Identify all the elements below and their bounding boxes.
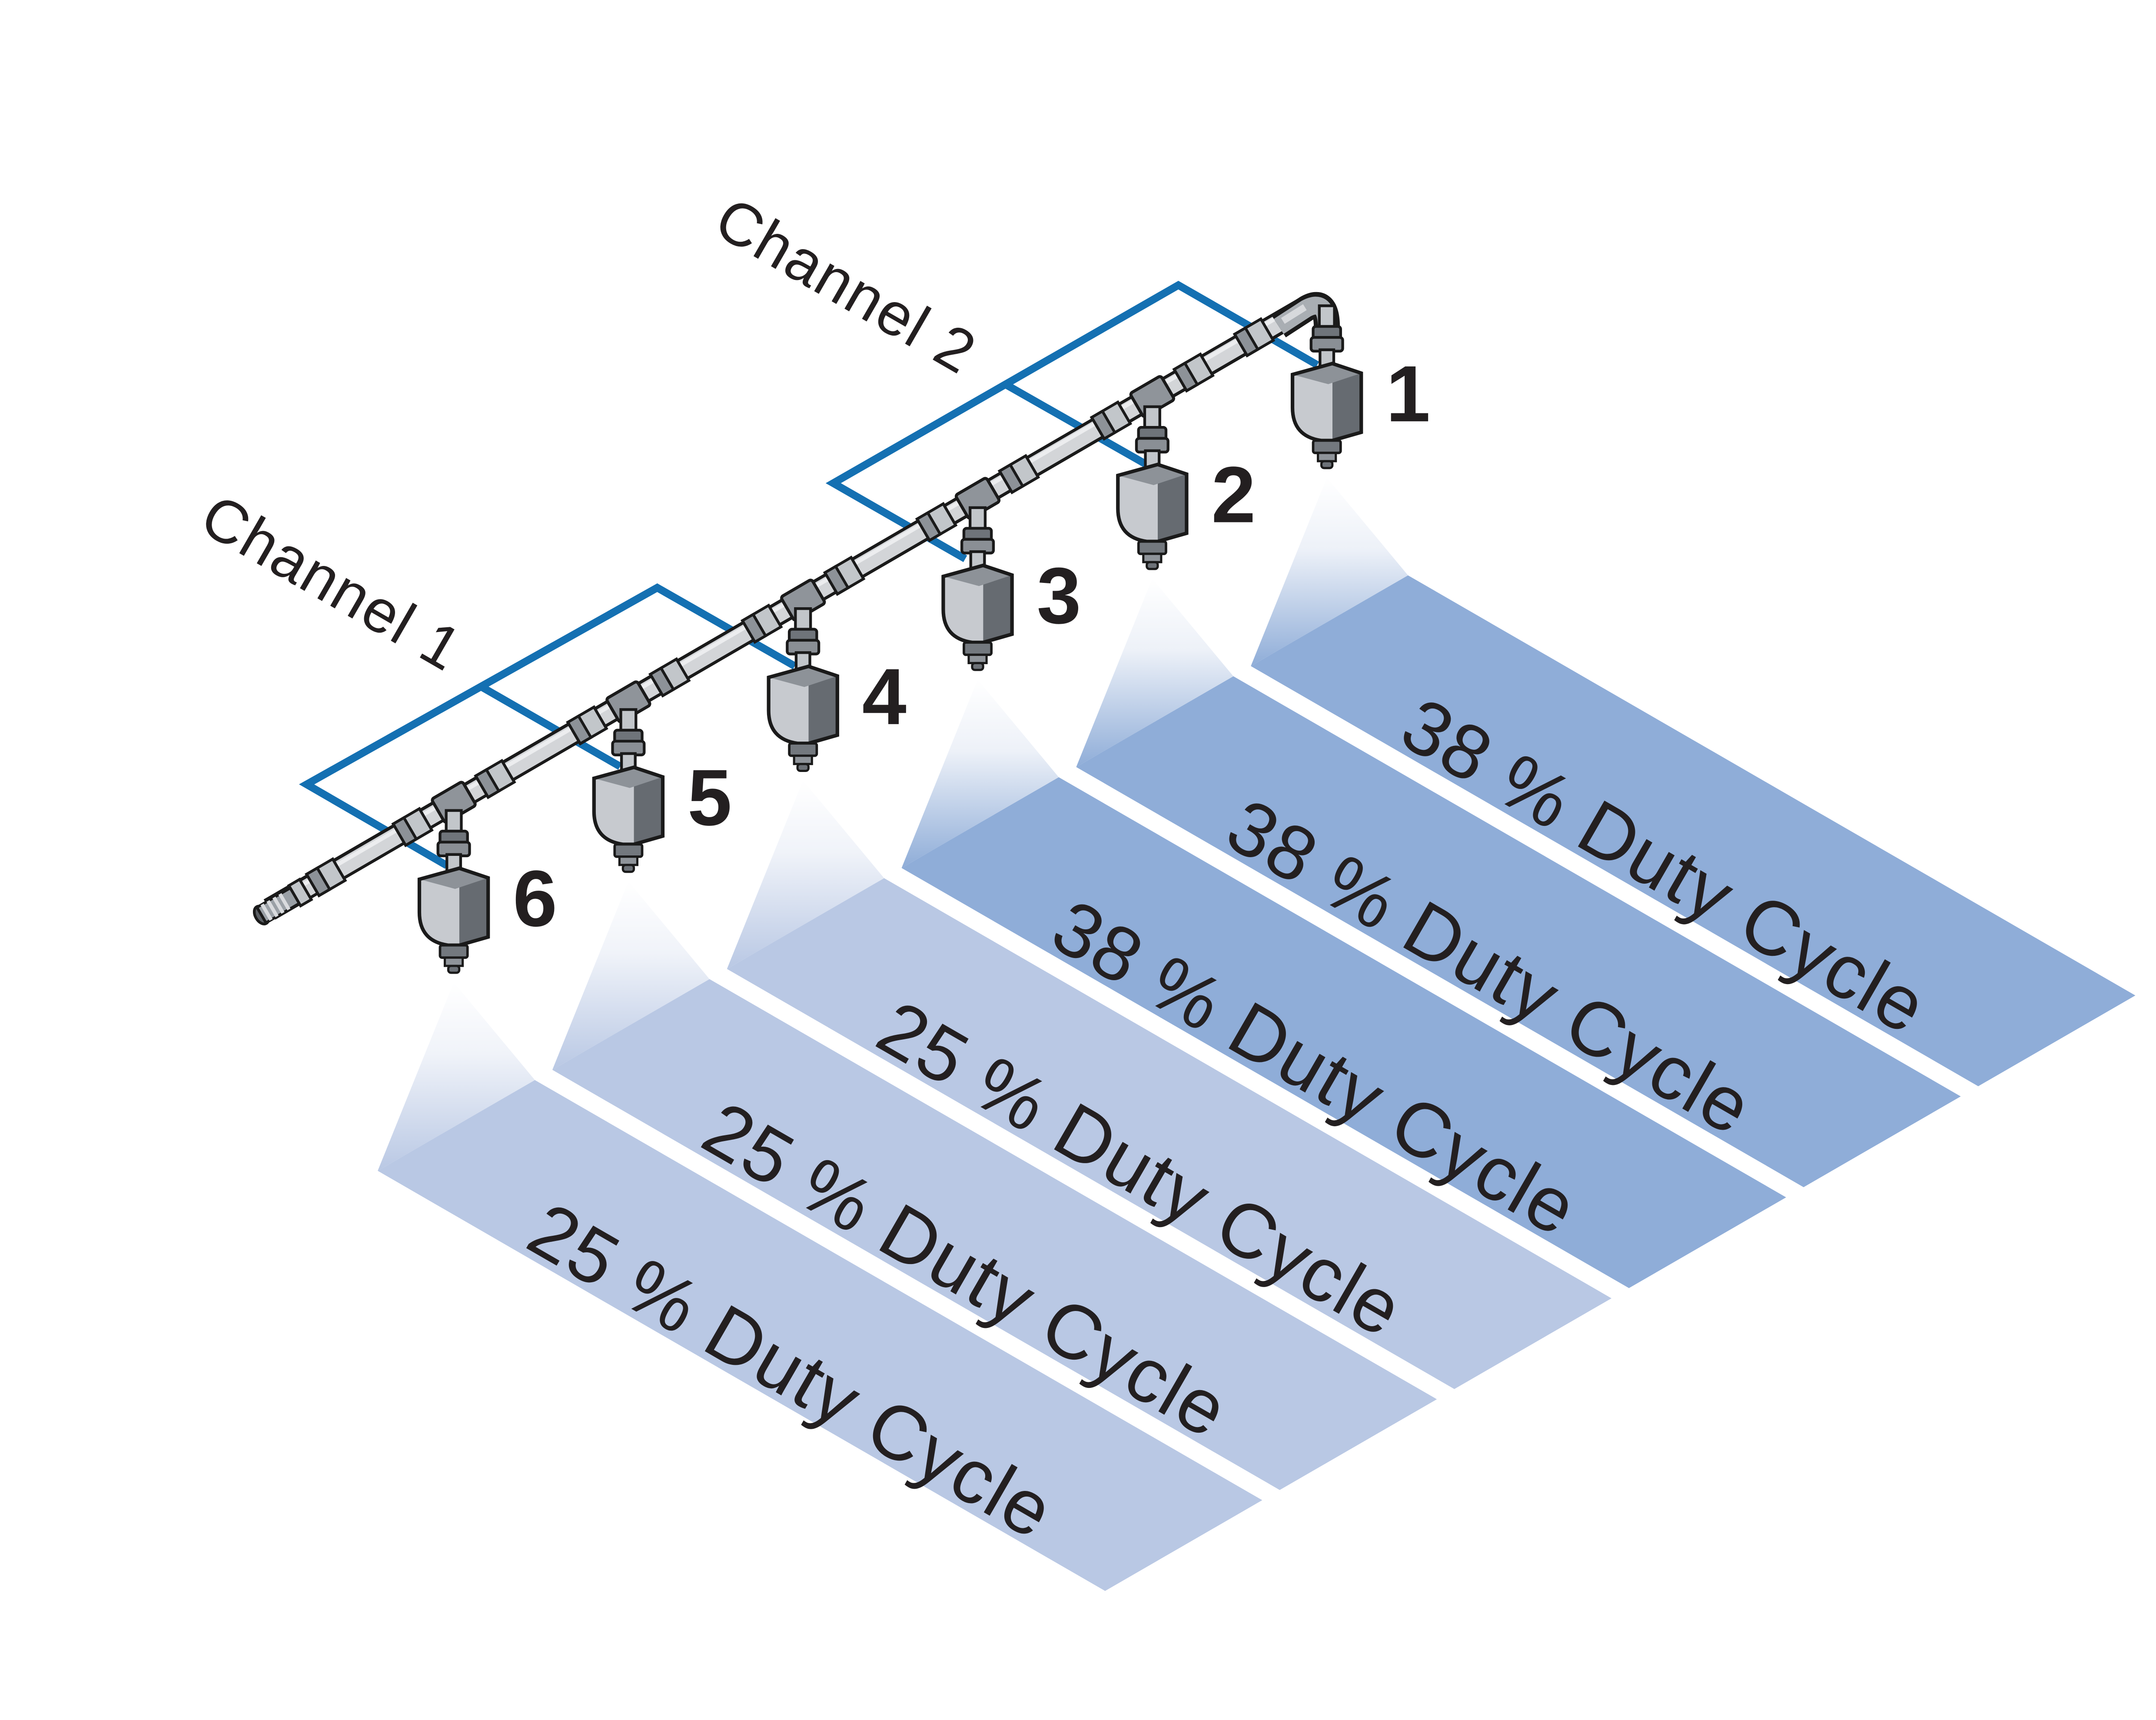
duty-cycle-bands: 38 % Duty Cycle 38 % Duty Cycle 38 % Dut… xyxy=(378,575,2136,1591)
duty-band-5 xyxy=(552,979,1437,1490)
duty-band-6 xyxy=(378,1080,1262,1591)
nozzle-number-2: 2 xyxy=(1211,450,1256,539)
spray-fan-6 xyxy=(378,982,535,1171)
duty-band-1 xyxy=(1251,575,2136,1086)
nozzle-assembly-2 xyxy=(1118,407,1186,569)
nozzle-assembly-3 xyxy=(943,508,1012,670)
spray-fan-5 xyxy=(552,881,710,1070)
duty-band-2 xyxy=(1076,676,1961,1188)
channel-1-label: Channel 1 xyxy=(190,481,473,684)
nozzle-assembly-5 xyxy=(594,709,663,872)
spray-fan-2 xyxy=(1076,579,1234,767)
bracket-channel-1-mid-tooth xyxy=(479,683,622,770)
nozzle-assembly-1 xyxy=(1292,306,1361,468)
nozzle-assembly-6 xyxy=(419,811,488,973)
nozzle-number-6: 6 xyxy=(513,854,557,943)
channel-labels: Channel 2 Channel 1 xyxy=(190,184,988,684)
spray-fan-4 xyxy=(727,780,884,969)
spray-fans xyxy=(378,477,1408,1171)
nozzle-number-5: 5 xyxy=(688,753,732,842)
nozzle-numbers: 1 2 3 4 5 6 xyxy=(513,349,1430,943)
pipe-threaded-end xyxy=(252,877,313,925)
nozzle-number-3: 3 xyxy=(1037,551,1081,640)
spray-fan-3 xyxy=(901,679,1059,868)
duty-band-3 xyxy=(901,777,1786,1288)
nozzle-number-4: 4 xyxy=(862,652,907,741)
channel-2-label: Channel 2 xyxy=(704,184,988,387)
bracket-channel-1 xyxy=(299,583,797,869)
nozzle-number-1: 1 xyxy=(1386,349,1430,438)
bracket-channel-2-mid-tooth xyxy=(1003,381,1147,467)
spray-fan-1 xyxy=(1251,477,1408,666)
nozzle-assembly-4 xyxy=(769,609,837,771)
boom-pipe xyxy=(252,292,1340,925)
duty-band-4 xyxy=(727,878,1612,1389)
